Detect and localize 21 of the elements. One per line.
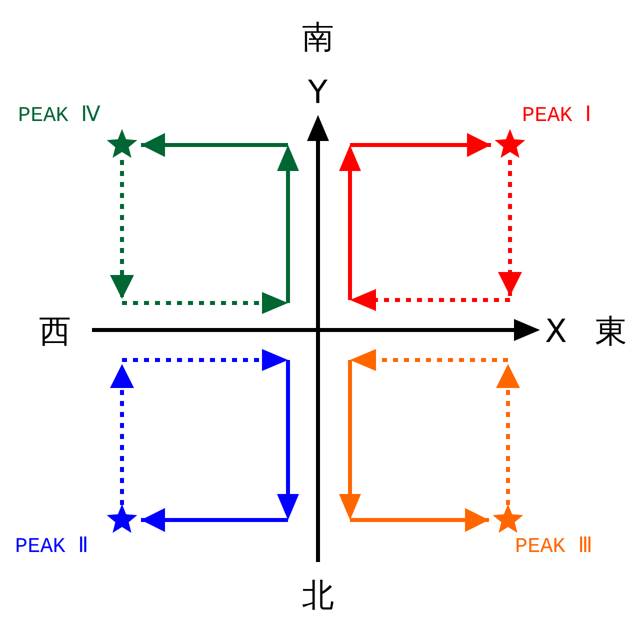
axis-label: X: [545, 315, 567, 347]
star-marker: [106, 129, 138, 158]
arrow: [496, 364, 520, 505]
peak-label: PEAK Ⅲ: [515, 537, 592, 558]
arrow: [141, 508, 288, 532]
axis-label: 北: [302, 579, 334, 611]
arrow: [110, 160, 134, 299]
peak-label: PEAK Ⅳ: [18, 106, 100, 127]
peak-label: PEAK Ⅰ: [522, 106, 592, 127]
axis-label: 東: [595, 315, 627, 347]
axis-label: 南: [302, 21, 334, 53]
arrow: [110, 364, 134, 505]
arrow: [141, 133, 288, 157]
axis-label: Y: [308, 76, 328, 108]
arrow: [350, 133, 491, 157]
arrow: [350, 508, 489, 532]
axis-label: 西: [39, 315, 71, 347]
peak-label: PEAK Ⅱ: [15, 537, 88, 558]
star-marker: [492, 504, 524, 533]
star-marker: [494, 129, 526, 158]
star-marker: [106, 504, 138, 533]
